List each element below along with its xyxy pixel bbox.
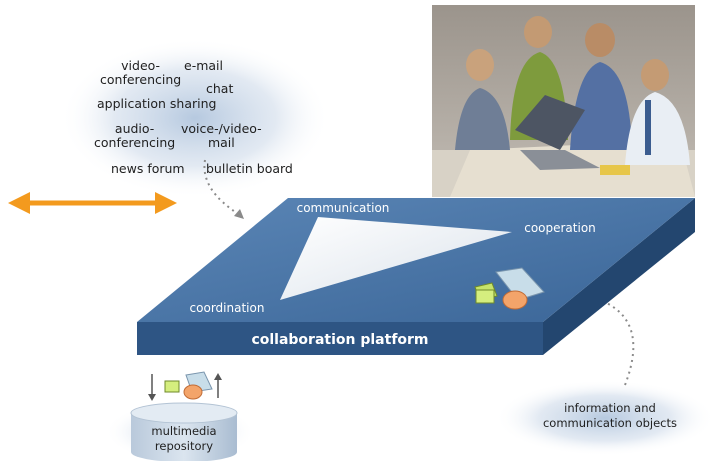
bidirectional-arrow-icon (8, 192, 177, 214)
tool-audioconferencing-line2: conferencing (94, 135, 176, 150)
collaboration-platform: collaboration platform communication coo… (137, 198, 695, 355)
tool-audioconferencing: audio- conferencing (94, 122, 175, 150)
communication-label: communication (297, 201, 390, 215)
repository-label: multimedia repository (131, 424, 237, 454)
tool-bulletin-board: bulletin board (206, 161, 293, 176)
cooperation-label: cooperation (524, 221, 596, 235)
repository-label-line1: multimedia (151, 424, 217, 438)
info-glow (495, 380, 715, 456)
team-photo (432, 5, 695, 197)
coordination-label: coordination (190, 301, 265, 315)
tool-application-sharing: application sharing (97, 96, 217, 111)
tool-email: e-mail (184, 58, 223, 73)
info-objects-label: information and communication objects (525, 401, 695, 431)
tool-news-forum: news forum (111, 161, 185, 176)
tool-videoconferencing-line2: conferencing (100, 72, 182, 87)
tool-videoconferencing: video- conferencing (100, 59, 181, 87)
info-objects-label-line2: communication objects (542, 416, 678, 430)
tools-glow (60, 38, 330, 198)
repository-icons (148, 371, 222, 401)
tool-voice-video-mail-line2: mail (207, 135, 235, 150)
info-objects-label-line1: information and (564, 401, 656, 415)
tool-chat: chat (206, 81, 234, 96)
tool-audioconferencing-line1: audio- (114, 121, 155, 136)
objects-icon (474, 267, 545, 310)
tool-voice-video-mail-line1: voice-/video- (181, 121, 262, 136)
repository-label-line2: repository (154, 439, 214, 453)
platform-label: collaboration platform (251, 332, 428, 348)
collaboration-triangle (280, 217, 512, 300)
tool-videoconferencing-line1: video- (121, 58, 161, 73)
tool-voice-video-mail: voice-/video- mail (181, 122, 262, 150)
tools-to-platform-arrow (203, 159, 241, 216)
repository-cylinder-icon (130, 402, 238, 461)
